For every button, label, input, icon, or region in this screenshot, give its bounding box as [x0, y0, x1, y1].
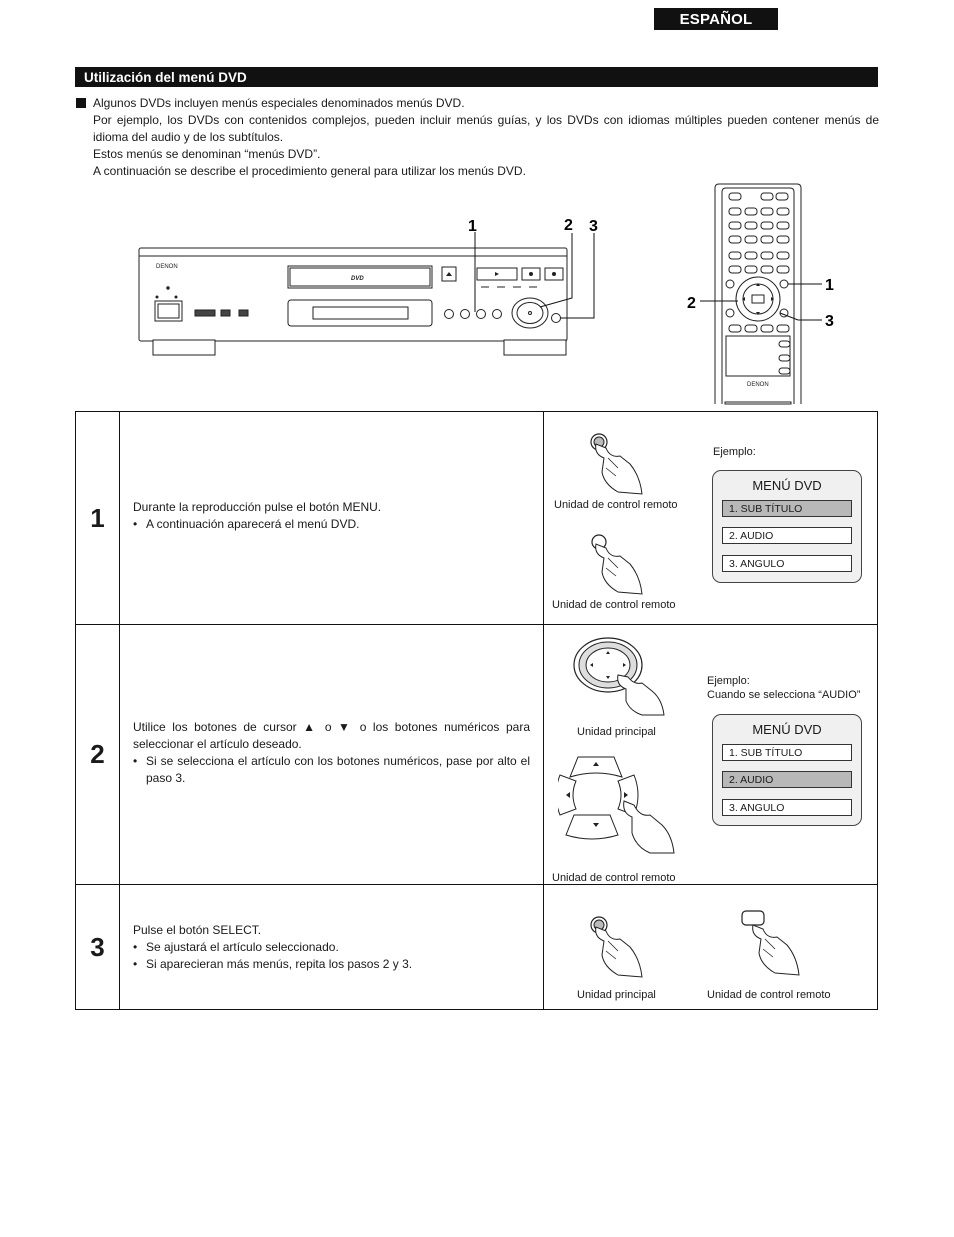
language-badge: ESPAÑOL — [654, 8, 778, 30]
dvd-logo: DVD — [351, 276, 364, 282]
menu-title: MENÚ DVD — [752, 722, 822, 737]
intro-line: Por ejemplo, los DVDs con contenidos com… — [93, 113, 879, 144]
step-text: Pulse el botón SELECT. Se ajustará el ar… — [133, 922, 530, 973]
remote-callout-1: 1 — [825, 277, 834, 294]
menu-item-angle: 3. ANGULO — [722, 555, 852, 572]
dvd-menu-example: MENÚ DVD 1. SUB TÍTULO 2. AUDIO 3. ANGUL… — [712, 714, 862, 826]
step-illustration: Unidad principal Unidad de control remot… — [543, 885, 877, 1009]
menu-item-subtitle: 1. SUB TÍTULO — [722, 744, 852, 761]
step-bullet: Se ajustará el artículo seleccionado. — [133, 939, 530, 956]
caption: Unidad principal — [577, 989, 656, 1001]
step-bullet: A continuación aparecerá el menú DVD. — [133, 516, 530, 533]
caption: Unidad principal — [577, 726, 656, 738]
select-button-press-icon — [590, 916, 643, 978]
menu-title: MENÚ DVD — [752, 478, 822, 493]
intro-line: A continuación se describe el procedimie… — [93, 164, 526, 178]
example-label: Ejemplo: — [707, 675, 750, 687]
step-illustration: Unidad de control remoto Unidad de contr… — [543, 412, 877, 624]
caption: Unidad de control remoto — [552, 872, 676, 884]
player-callout-3: 3 — [589, 218, 598, 235]
steps-table: 1 Durante la reproducción pulse el botón… — [75, 411, 878, 1010]
caption: Unidad de control remoto — [707, 989, 831, 1001]
caption: Unidad de control remoto — [552, 599, 676, 611]
player-brand: DENON — [156, 264, 178, 270]
example-sub: Cuando se selecciona “AUDIO” — [707, 689, 861, 701]
step-number: 1 — [76, 412, 120, 624]
step-number: 3 — [76, 885, 120, 1009]
remote-callout-3: 3 — [825, 313, 834, 330]
menu-item-subtitle: 1. SUB TÍTULO — [722, 500, 852, 517]
step-bullet: Si aparecieran más menús, repita los pas… — [133, 956, 530, 973]
player-callout-2: 2 — [564, 217, 573, 234]
step-bullet: Si se selecciona el artículo con los bot… — [133, 753, 530, 787]
remote-select-button-press-icon — [741, 910, 800, 976]
remote-brand: DENON — [747, 382, 769, 388]
player-callout-1: 1 — [468, 218, 477, 235]
step-row-1: 1 Durante la reproducción pulse el botón… — [76, 412, 877, 624]
example-label: Ejemplo: — [713, 446, 756, 458]
jog-dial-press-icon — [573, 637, 665, 716]
step-number: 2 — [76, 625, 120, 884]
cursor-keys-press-icon — [558, 756, 675, 854]
remote-callout-2: 2 — [687, 295, 696, 312]
remote-control-drawing — [714, 183, 802, 405]
step-row-3: 3 Pulse el botón SELECT. Se ajustará el … — [76, 884, 877, 1009]
step-text: Utilice los botones de cursor ▲ o ▼ o lo… — [133, 719, 530, 787]
step-instruction: Pulse el botón SELECT. — [133, 923, 262, 937]
player-callout-lines — [474, 232, 595, 319]
remote-button-press-icon — [590, 433, 643, 495]
section-title: Utilización del menú DVD — [75, 67, 878, 87]
remote-button-press-icon — [591, 534, 643, 595]
step-text: Durante la reproducción pulse el botón M… — [133, 499, 530, 533]
menu-item-audio: 2. AUDIO — [722, 771, 852, 788]
dvd-player-drawing — [138, 247, 568, 356]
dvd-menu-example: MENÚ DVD 1. SUB TÍTULO 2. AUDIO 3. ANGUL… — [712, 470, 862, 583]
intro-line: Algunos DVDs incluyen menús especiales d… — [93, 96, 465, 110]
menu-item-audio: 2. AUDIO — [722, 527, 852, 544]
step-instruction: Durante la reproducción pulse el botón M… — [133, 500, 382, 514]
intro-line: Estos menús se denominan “menús DVD”. — [93, 147, 321, 161]
caption: Unidad de control remoto — [554, 499, 678, 511]
step-instruction: Utilice los botones de cursor ▲ o ▼ o lo… — [133, 720, 530, 751]
menu-item-angle: 3. ANGULO — [722, 799, 852, 816]
step-illustration: Unidad principal Unidad de control remot… — [543, 625, 877, 884]
intro-text: Algunos DVDs incluyen menús especiales d… — [75, 95, 879, 180]
step-row-2: 2 Utilice los botones de cursor ▲ o ▼ o … — [76, 624, 877, 884]
player-remote-illustration: DENON DVD 1 2 3 — [138, 183, 834, 405]
remote-callout-lines — [700, 283, 822, 321]
square-bullet-icon — [76, 98, 86, 108]
